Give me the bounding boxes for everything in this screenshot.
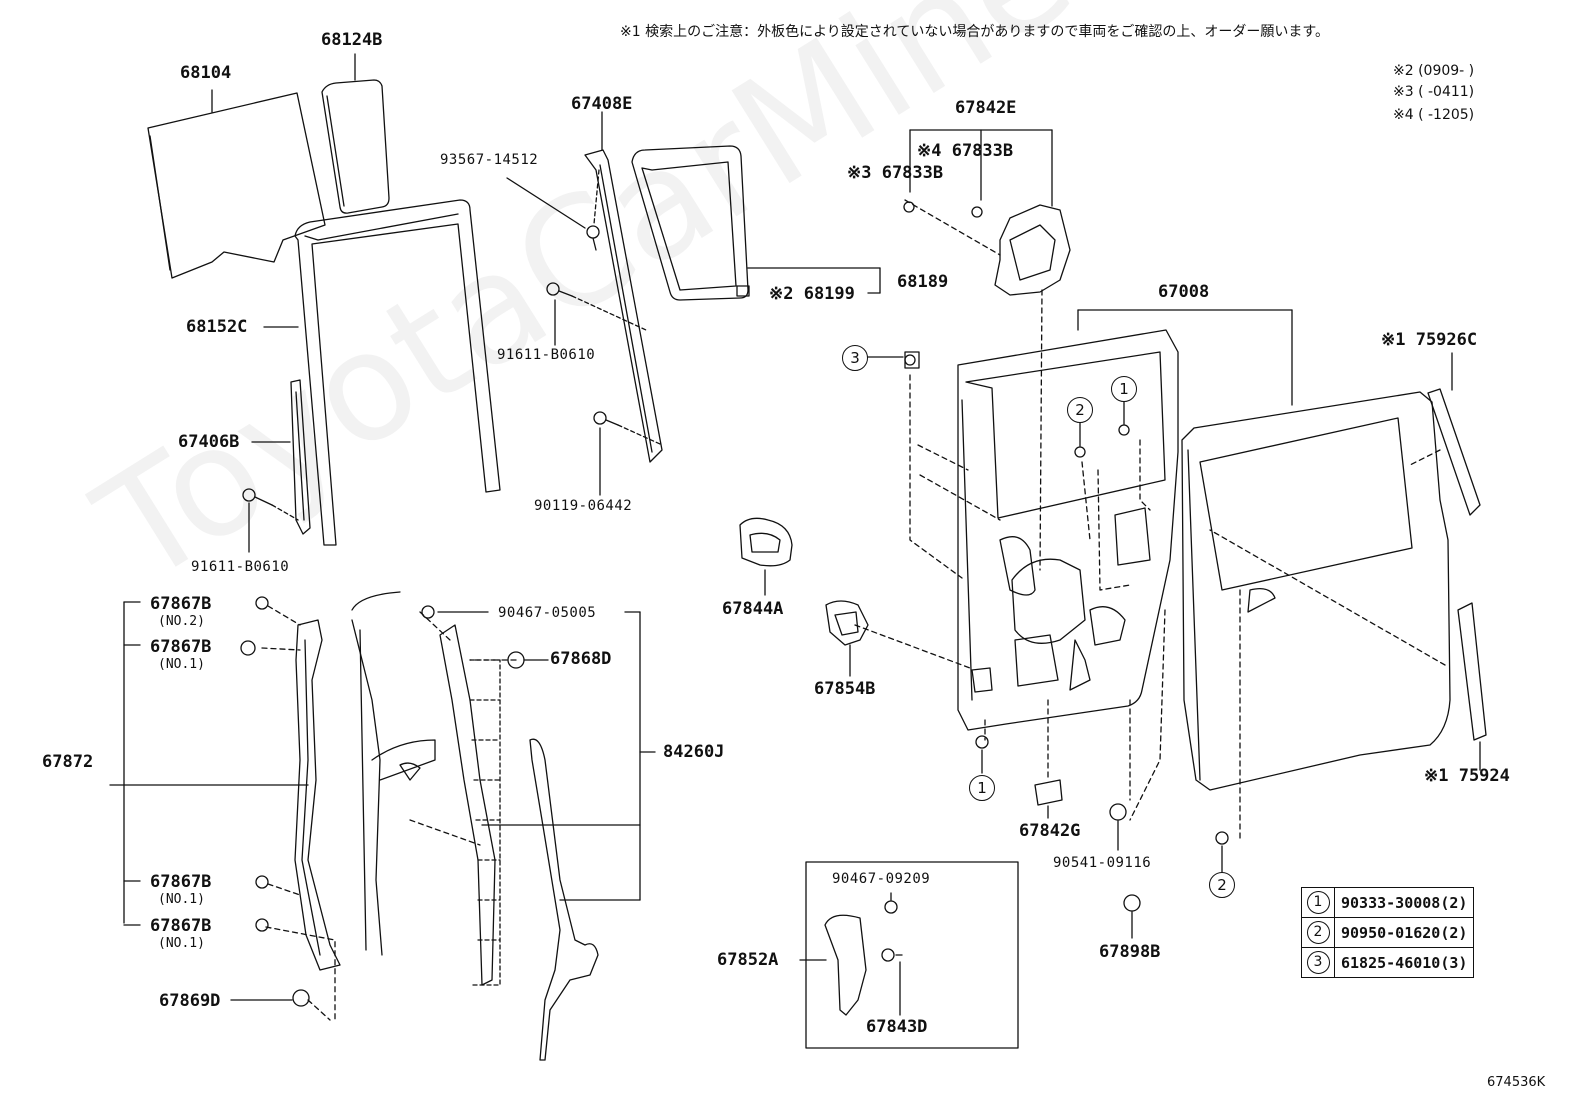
part-label-67408E[interactable]: 67408E [571,94,633,114]
part-label-90119-06442[interactable]: 90119-06442 [534,498,633,514]
division-bar-drawing [584,149,663,463]
legend-ref-cell: 1 [1301,887,1335,918]
inside-handle-drawing [739,517,793,567]
run-channel-drawing [294,199,501,546]
part-label-68104[interactable]: 68104 [180,63,232,83]
part-label-67869D[interactable]: 67869D [159,991,221,1011]
part-label-67833B-4[interactable]: ※4 67833B [917,141,1014,161]
handle-bezel-drawing [825,600,869,646]
legend-ref-2: 2 [1306,921,1330,944]
sub-label-no1-c: (NO.1) [158,936,205,951]
bolt-a [242,488,299,521]
part-label-68189[interactable]: 68189 [897,272,949,292]
part-label-91611-B0610-a[interactable]: 91611-B0610 [191,559,290,575]
weatherstrip-leader-lines [261,605,517,1021]
callout-legend-table: 1 90333-30008(2) 2 90950-01620(2) 3 6182… [1301,887,1475,978]
window-molding-drawing [1427,388,1481,516]
belt-molding-drawing [1457,602,1487,741]
bolt-c [546,282,647,331]
part-label-67406B[interactable]: 67406B [178,432,240,452]
legend-row: 2 90950-01620(2) [1301,917,1475,948]
legend-ref-3: 3 [1306,951,1330,974]
part-label-67867B-no1-c[interactable]: 67867B [150,916,212,936]
bolt-b [586,169,600,251]
part-label-75926C[interactable]: ※1 75926C [1381,330,1478,350]
fixed-glass-drawing [631,145,749,301]
part-label-67867B-no1-a[interactable]: 67867B [150,637,212,657]
bolt-d [593,411,661,445]
legend-ref-1: 1 [1306,891,1330,914]
part-label-67872[interactable]: 67872 [42,752,94,772]
part-label-67844A[interactable]: 67844A [722,599,784,619]
part-label-68152C[interactable]: 68152C [186,317,248,337]
part-label-90541-09116[interactable]: 90541-09116 [1053,855,1152,871]
note-4: ※4 ( -1205) [1393,107,1475,123]
84260J-hatch [469,659,501,986]
part-label-93567-14512[interactable]: 93567-14512 [440,152,539,168]
sub-label-no2: (NO.2) [158,614,205,629]
weatherstrip-no1-drawing [294,619,341,971]
part-label-68124B[interactable]: 68124B [321,30,383,50]
callout-1-top[interactable]: 1 [1111,376,1137,402]
legend-part-2[interactable]: 90950-01620(2) [1333,917,1475,948]
door-inner-panel-drawing [957,329,1179,731]
callout-2-top[interactable]: 2 [1067,397,1093,423]
legend-part-3[interactable]: 61825-46010(3) [1333,947,1475,978]
legend-ref-cell: 2 [1301,917,1335,948]
callout-2-bottom[interactable]: 2 [1209,872,1235,898]
diagram-code: 674536K [1487,1075,1546,1090]
part-label-91611-B0610-b[interactable]: 91611-B0610 [497,347,596,363]
part-label-67842G[interactable]: 67842G [1019,821,1081,841]
striker-drawing [1034,779,1063,806]
note-3: ※3 ( -0411) [1393,84,1475,100]
legend-row: 1 90333-30008(2) [1301,887,1475,918]
part-label-67008[interactable]: 67008 [1158,282,1210,302]
pillar-molding-drawing [290,379,311,535]
part-label-90467-09209[interactable]: 90467-09209 [832,871,931,887]
sub-label-no1-a: (NO.1) [158,657,205,672]
part-label-67843D[interactable]: 67843D [866,1017,928,1037]
part-label-67833B-3[interactable]: ※3 67833B [847,163,944,183]
search-caution-note: ※1 検索上のご注意：外板色により設定されていない場合がありますので車両をご確認… [620,24,1329,40]
part-label-67852A[interactable]: 67852A [717,950,779,970]
callout-1-bottom[interactable]: 1 [969,775,995,801]
part-label-75924[interactable]: ※1 75924 [1424,766,1510,786]
legend-row: 3 61825-46010(3) [1301,947,1475,978]
part-label-90467-05005[interactable]: 90467-05005 [498,605,597,621]
weatherstrip-84260J-drawing [439,624,599,1061]
legend-part-1[interactable]: 90333-30008(2) [1333,887,1475,918]
vent-glass-drawing [321,79,390,214]
door-leader-lines [854,374,1446,841]
door-outer-panel-drawing [1181,391,1451,791]
note-2: ※2 (0909- ) [1393,63,1475,79]
inset-frame [805,861,1019,1049]
bracket-drawing [994,204,1071,296]
clip-screws [240,596,525,1007]
sub-label-no1-b: (NO.1) [158,892,205,907]
trim-panel-drawing [824,914,867,1016]
quarter-glass-drawing [147,92,326,279]
part-label-67867B-no1-b[interactable]: 67867B [150,872,212,892]
callout-3[interactable]: 3 [842,345,868,371]
part-label-84260J[interactable]: 84260J [663,742,725,762]
part-label-68199[interactable]: ※2 68199 [769,284,855,304]
door-frame-lower-drawing [351,591,436,956]
part-label-67867B-no2[interactable]: 67867B [150,594,212,614]
part-label-67854B[interactable]: 67854B [814,679,876,699]
part-label-67842E[interactable]: 67842E [955,98,1017,118]
legend-ref-cell: 3 [1301,947,1335,978]
part-label-67868D[interactable]: 67868D [550,649,612,669]
part-label-67898B[interactable]: 67898B [1099,942,1161,962]
